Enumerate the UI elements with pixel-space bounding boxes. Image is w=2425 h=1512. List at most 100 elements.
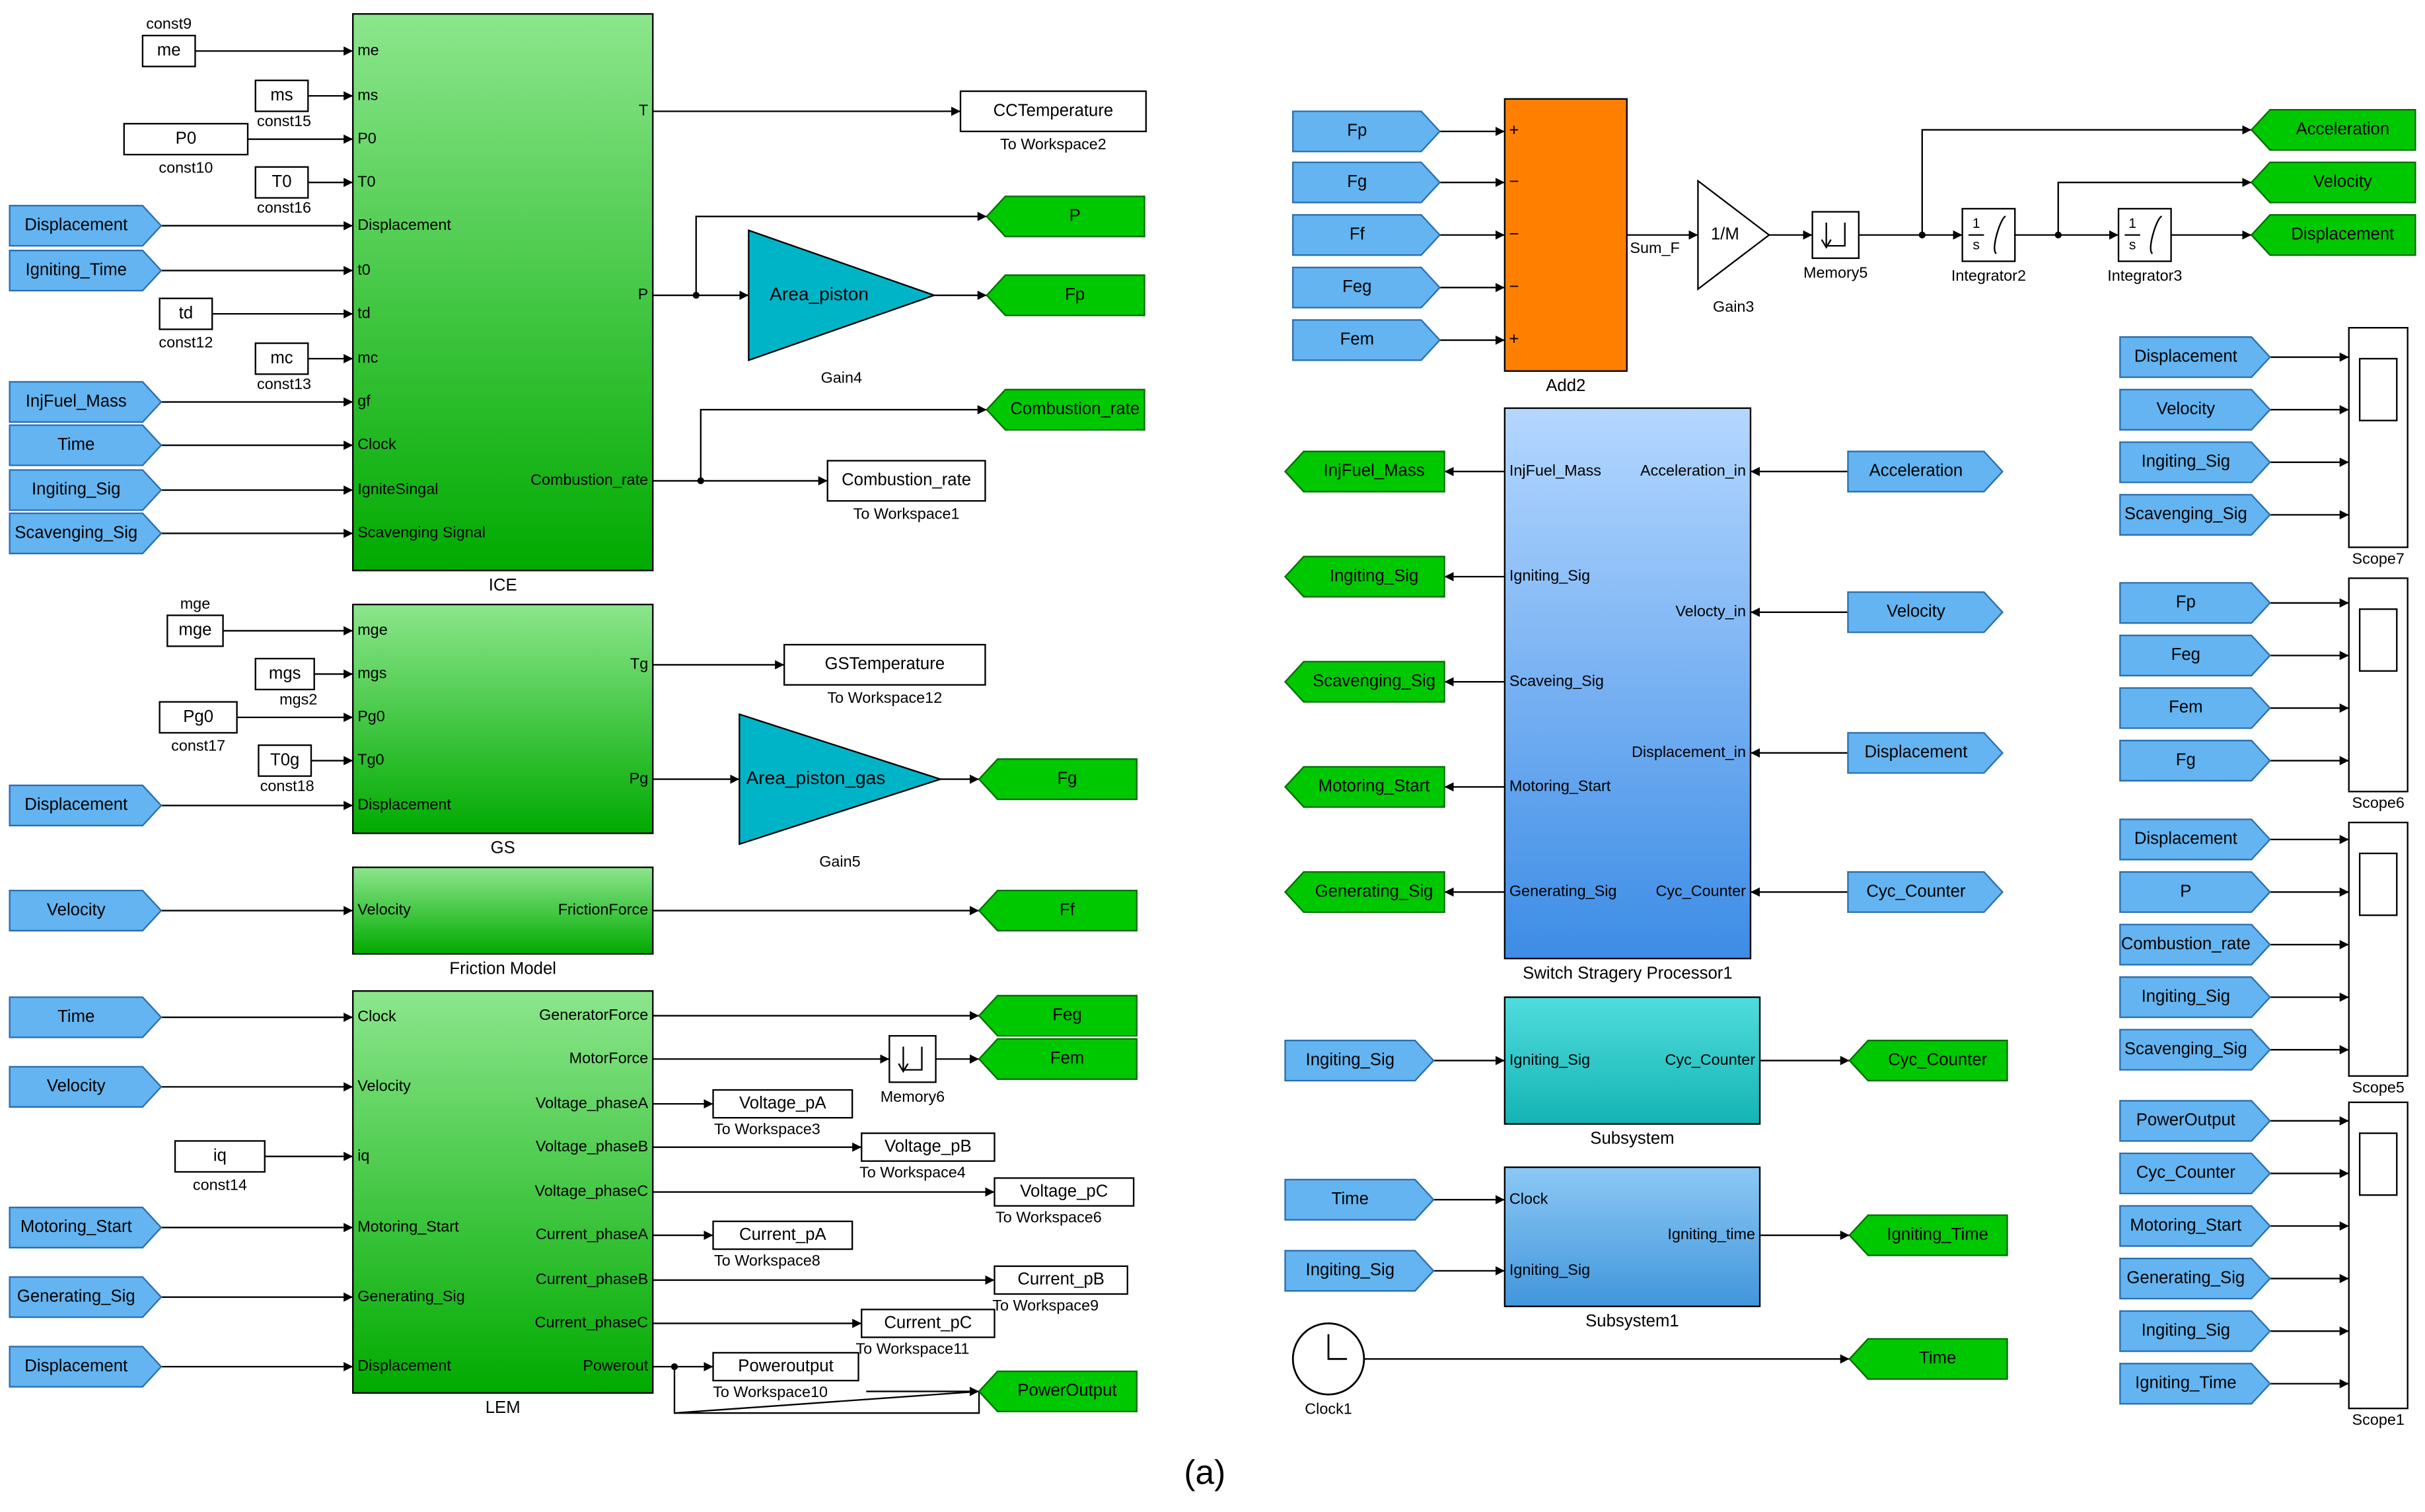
sum-block-add2[interactable] xyxy=(1503,98,1628,372)
from-tag-generating-sig[interactable]: Generating_Sig xyxy=(9,1276,163,1318)
scope-scope6[interactable]: Scope6 xyxy=(2348,577,2408,811)
goto-tag-combustion-rate[interactable]: Combustion_rate xyxy=(986,388,1145,431)
from-tag-ingiting-sig[interactable]: Ingiting_Sig xyxy=(2119,1310,2271,1352)
goto-tag-time[interactable]: Time xyxy=(1848,1338,2008,1380)
from-tag-igniting-time[interactable]: Igniting_Time xyxy=(9,249,163,292)
goto-tag-scavenging-sig[interactable]: Scavenging_Sig xyxy=(1284,661,1445,703)
from-tag-motoring-start[interactable]: Motoring_Start xyxy=(9,1206,163,1248)
from-tag-time[interactable]: Time xyxy=(1284,1178,1435,1221)
from-tag-ingiting-sig[interactable]: Ingiting_Sig xyxy=(2119,441,2271,484)
from-tag-velocity[interactable]: Velocity xyxy=(9,889,163,932)
from-tag-fg[interactable]: Fg xyxy=(1292,161,1441,203)
memory-block-memory5[interactable]: Memory5 xyxy=(1803,211,1867,281)
from-tag-ingiting-sig[interactable]: Ingiting_Sig xyxy=(9,469,163,511)
goto-tag-ingiting-sig[interactable]: Ingiting_Sig xyxy=(1284,556,1445,598)
memory-block-memory6[interactable]: Memory6 xyxy=(881,1034,945,1105)
from-tag-fp[interactable]: Fp xyxy=(2119,582,2271,624)
goto-tag-generating-sig[interactable]: Generating_Sig xyxy=(1284,871,1445,914)
from-tag-scavenging-sig[interactable]: Scavenging_Sig xyxy=(2119,493,2271,536)
subsystem-switch-stragery-processor1[interactable]: InjFuel_MassIgniting_SigScaveing_SigMoto… xyxy=(1503,407,1752,982)
scope-scope7[interactable]: Scope7 xyxy=(2348,327,2408,567)
from-tag-feg[interactable]: Feg xyxy=(2119,634,2271,676)
from-tag-combustion-rate[interactable]: Combustion_rate xyxy=(2119,923,2271,966)
goto-tag-fg[interactable]: Fg xyxy=(978,758,1138,801)
goto-tag-fem[interactable]: Fem xyxy=(978,1038,1138,1080)
subsystem-lem[interactable]: ClockVelocityiqMotoring_StartGenerating_… xyxy=(352,990,654,1417)
from-tag-injfuel-mass[interactable]: InjFuel_Mass xyxy=(9,380,163,423)
from-tag-displacement[interactable]: Displacement xyxy=(2119,818,2271,861)
from-tag-displacement[interactable]: Displacement xyxy=(9,1346,163,1388)
from-tag-igniting-time[interactable]: Igniting_Time xyxy=(2119,1363,2271,1405)
from-tag-displacement[interactable]: Displacement xyxy=(9,784,163,826)
goto-tag-igniting-time[interactable]: Igniting_Time xyxy=(1848,1214,2008,1256)
from-tag-acceleration[interactable]: Acceleration xyxy=(1847,450,2004,493)
goto-tag-cyc-counter[interactable]: Cyc_Counter xyxy=(1848,1039,2008,1082)
from-tag-fem[interactable]: Fem xyxy=(1292,319,1441,361)
goto-tag-injfuel-mass[interactable]: InjFuel_Mass xyxy=(1284,450,1445,493)
from-tag-time[interactable]: Time xyxy=(9,424,163,466)
goto-tag-ff[interactable]: Ff xyxy=(978,889,1138,932)
from-tag-ingiting-sig[interactable]: Ingiting_Sig xyxy=(1284,1250,1435,1292)
goto-tag-motoring-start[interactable]: Motoring_Start xyxy=(1284,766,1445,808)
from-tag-displacement[interactable]: Displacement xyxy=(9,205,163,247)
scope-scope1[interactable]: Scope1 xyxy=(2348,1101,2408,1428)
goto-tag-feg[interactable]: Feg xyxy=(978,995,1138,1037)
clock-block[interactable]: Clock1 xyxy=(1291,1322,1365,1418)
from-tag-scavenging-sig[interactable]: Scavenging_Sig xyxy=(9,512,163,555)
scope-scope5[interactable]: Scope5 xyxy=(2348,821,2408,1096)
from-tag-fem[interactable]: Fem xyxy=(2119,687,2271,729)
from-tag-displacement[interactable]: Displacement xyxy=(2119,336,2271,378)
from-tag-generating-sig[interactable]: Generating_Sig xyxy=(2119,1257,2271,1300)
from-tag-ingiting-sig[interactable]: Ingiting_Sig xyxy=(1284,1039,1435,1082)
from-tag-fp[interactable]: Fp xyxy=(1292,110,1441,153)
from-tag-p[interactable]: P xyxy=(2119,871,2271,914)
from-tag-poweroutput[interactable]: PowerOutput xyxy=(2119,1100,2271,1142)
from-tag-motoring-start[interactable]: Motoring_Start xyxy=(2119,1205,2271,1247)
from-tag-fg[interactable]: Fg xyxy=(2119,739,2271,782)
goto-tag-velocity[interactable]: Velocity xyxy=(2250,161,2416,203)
from-tag-ingiting-sig[interactable]: Ingiting_Sig xyxy=(2119,976,2271,1019)
from-tag-scavenging-sig[interactable]: Scavenging_Sig xyxy=(2119,1028,2271,1071)
from-tag-cyc-counter[interactable]: Cyc_Counter xyxy=(2119,1152,2271,1195)
from-tag-velocity[interactable]: Velocity xyxy=(2119,388,2271,431)
goto-tag-displacement[interactable]: Displacement xyxy=(2250,214,2416,256)
from-tag-feg[interactable]: Feg xyxy=(1292,266,1441,308)
from-tag-cyc-counter[interactable]: Cyc_Counter xyxy=(1847,871,2004,914)
from-tag-velocity[interactable]: Velocity xyxy=(1847,591,2004,633)
from-tag-ff[interactable]: Ff xyxy=(1292,214,1441,256)
from-tag-velocity[interactable]: Velocity xyxy=(9,1065,163,1108)
from-tag-displacement[interactable]: Displacement xyxy=(1847,732,2004,774)
goto-tag-poweroutput[interactable]: PowerOutput xyxy=(978,1370,1138,1413)
goto-tag-p[interactable]: P xyxy=(986,196,1145,238)
goto-tag-acceleration[interactable]: Acceleration xyxy=(2250,109,2416,151)
goto-tag-fp[interactable]: Fp xyxy=(986,274,1145,316)
from-tag-time[interactable]: Time xyxy=(9,996,163,1038)
